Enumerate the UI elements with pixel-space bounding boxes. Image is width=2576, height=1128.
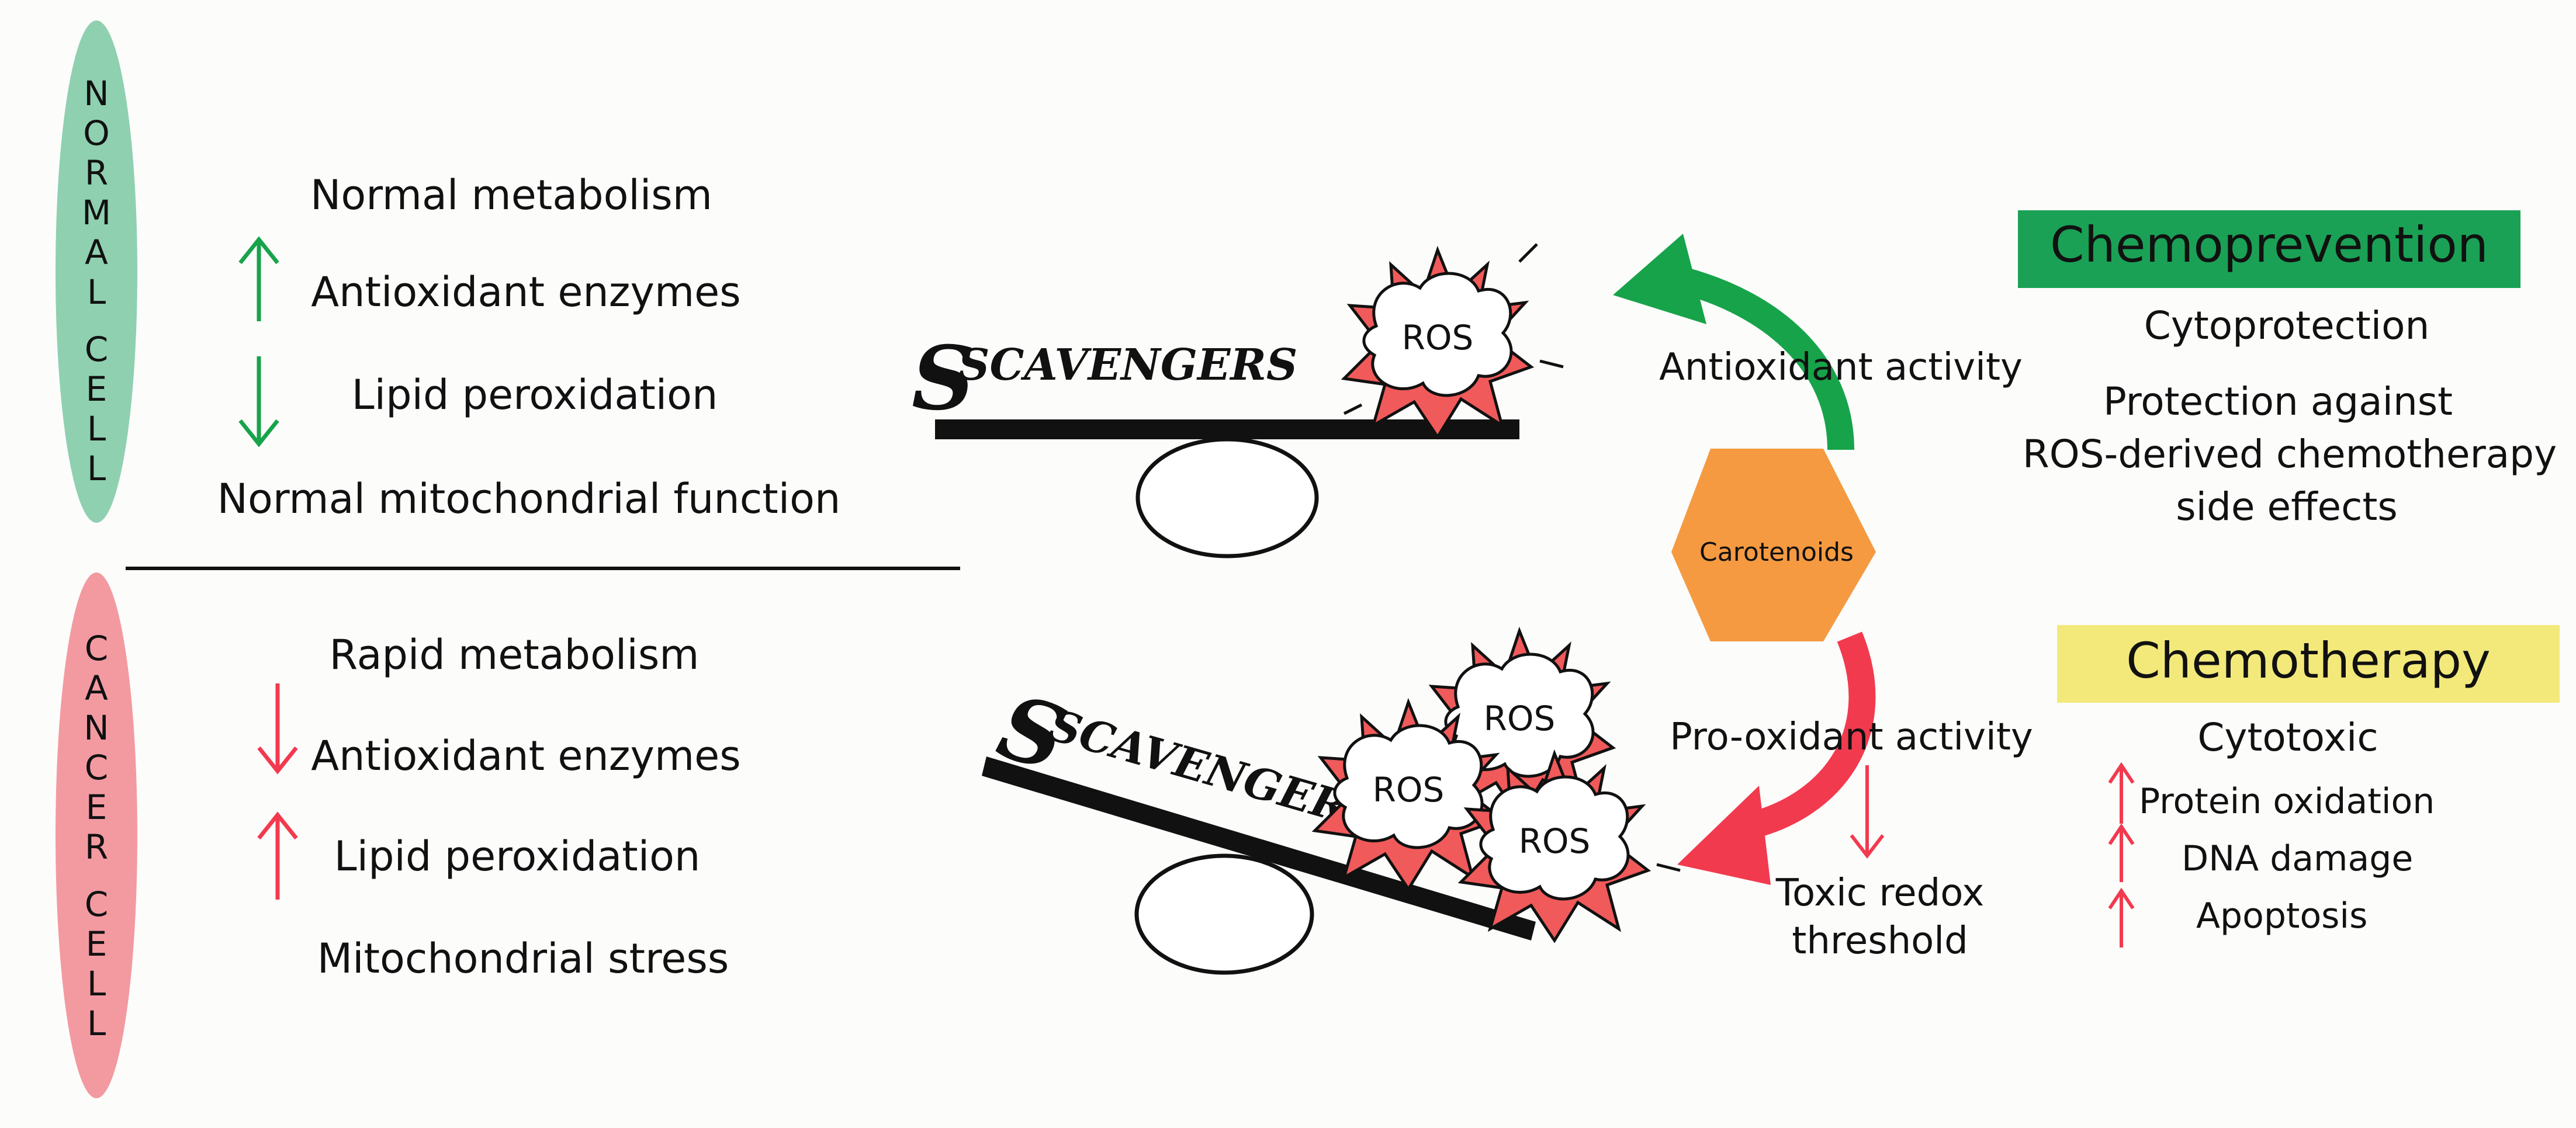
normal-letter: L: [87, 409, 106, 449]
down-arrow-icon: [257, 683, 298, 775]
scale-fulcrum: [1135, 437, 1319, 558]
tilted-scale: S SCAVENGERS ROS ROS ROS: [982, 626, 1681, 975]
normal-lipid-text: Lipid peroxidation: [352, 371, 718, 419]
normal-letter: M: [82, 193, 111, 232]
ros-burst-icon: ROS: [1341, 243, 1564, 440]
up-arrow-icon: [238, 236, 279, 321]
normal-letter: R: [85, 153, 108, 193]
protection-line2: ROS-derived chemotherapy: [2023, 432, 2557, 477]
scavengers-logo: S SCAVENGERS: [988, 675, 1383, 842]
normal-letter: L: [87, 449, 106, 488]
prooxidant-curved-arrow: [1677, 631, 1876, 885]
cancer-metabolism-text: Rapid metabolism: [330, 631, 700, 679]
scavengers-logo: S SCAVENGERS: [912, 327, 1297, 430]
normal-cell-section: N O R M A L C E L L Normal metabolism An…: [56, 20, 840, 523]
chemotherapy-header: [2057, 625, 2560, 703]
antioxidant-activity-label: Antioxidant activity: [1659, 346, 2023, 389]
scale-beam: [935, 419, 1519, 439]
ros-label: ROS: [1519, 821, 1591, 861]
up-arrow-icon: [2108, 762, 2135, 824]
normal-letter: E: [86, 369, 108, 409]
cancer-letter: N: [84, 708, 109, 748]
cytoprotection-text: Cytoprotection: [2144, 303, 2430, 348]
cancer-enzymes-text: Antioxidant enzymes: [311, 732, 740, 780]
normal-letter: A: [85, 232, 108, 272]
up-arrow-icon: [2108, 887, 2135, 947]
cancer-letter: C: [85, 748, 109, 787]
protection-line1: Protection against: [2103, 379, 2453, 424]
down-arrow-icon: [238, 356, 279, 447]
ros-label: ROS: [1402, 318, 1474, 358]
protection-line3: side effects: [2176, 484, 2397, 529]
cancer-cell-section: C A N C E R C E L L Rapid metabolism Ant…: [56, 572, 741, 1098]
normal-letter: C: [85, 329, 109, 369]
chemoprevention-panel: Chemoprevention Cytoprotection Protectio…: [2018, 210, 2557, 529]
scale-fulcrum: [1134, 853, 1314, 975]
cancer-letter: A: [85, 668, 108, 708]
dna-damage-text: DNA damage: [2182, 838, 2413, 879]
chemotherapy-title: Chemotherapy: [2126, 632, 2491, 689]
cancer-cell-vertical-label: C A N C E R C E L L: [84, 629, 109, 1043]
up-arrow-icon: [2108, 823, 2135, 882]
down-arrow-icon: [1850, 765, 1885, 859]
cancer-cell-pill: [56, 572, 137, 1098]
chemoprevention-header: [2018, 210, 2520, 288]
normal-letter: O: [83, 113, 110, 153]
chemoprevention-title: Chemoprevention: [2050, 216, 2488, 273]
toxic-redox-line1: Toxic redox: [1775, 872, 1985, 915]
prooxidant-activity-label: Pro-oxidant activity: [1670, 716, 2033, 759]
cancer-mito-text: Mitochondrial stress: [317, 935, 729, 983]
cancer-letter: C: [85, 629, 109, 668]
normal-cell-vertical-label: N O R M A L C E L L: [82, 74, 111, 488]
protein-oxidation-text: Protein oxidation: [2139, 781, 2435, 822]
cancer-letter: C: [85, 884, 109, 924]
cancer-lipid-text: Lipid peroxidation: [334, 832, 701, 880]
balanced-scale: S SCAVENGERS ROS: [912, 243, 1564, 558]
normal-metabolism-text: Normal metabolism: [310, 171, 712, 219]
normal-letter: L: [87, 272, 106, 312]
scale-beam: [982, 756, 1536, 940]
up-arrow-icon: [257, 811, 298, 900]
carotenoids-label: Carotenoids: [1699, 537, 1854, 567]
ros-label: ROS: [1373, 770, 1445, 810]
cancer-letter: R: [85, 827, 108, 867]
cancer-letter: L: [87, 1004, 106, 1043]
antioxidant-curved-arrow: [1613, 234, 1854, 450]
ros-burst-icon: ROS: [1311, 697, 1505, 892]
svg-text:S: S: [912, 327, 975, 430]
cytotoxic-text: Cytotoxic: [2197, 715, 2378, 760]
scavengers-label: SCAVENGERS: [958, 340, 1297, 390]
cancer-letter: L: [87, 964, 106, 1004]
chemotherapy-panel: Chemotherapy Cytotoxic Protein oxidation…: [2057, 625, 2560, 947]
toxic-redox-line2: threshold: [1792, 919, 1968, 963]
apoptosis-text: Apoptosis: [2196, 896, 2367, 936]
ros-label: ROS: [1484, 699, 1556, 738]
normal-mito-text: Normal mitochondrial function: [217, 475, 841, 523]
ros-burst-icon: ROS: [1457, 749, 1681, 943]
normal-letter: N: [84, 74, 109, 113]
carotenoids-hexagon: [1671, 449, 1876, 641]
normal-enzymes-text: Antioxidant enzymes: [311, 268, 740, 316]
normal-cell-pill: [56, 20, 137, 523]
cancer-letter: E: [86, 787, 108, 827]
cancer-letter: E: [86, 924, 108, 964]
